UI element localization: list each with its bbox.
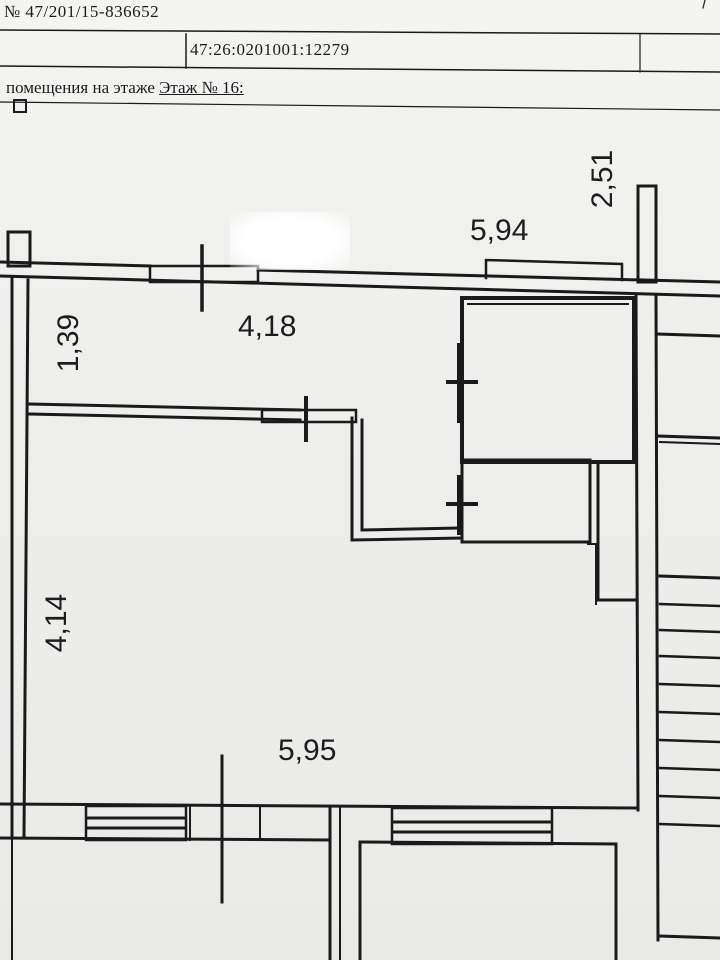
header-rule-2: [0, 65, 720, 73]
dim-4-18: 4,18: [238, 310, 297, 343]
floor-caption: помещения на этаже Этаж № 16:: [6, 78, 244, 98]
document-number: № 47/201/15-836652: [4, 2, 160, 21]
bottom-window-right: [390, 806, 554, 846]
left-wall-inner: [22, 278, 30, 838]
cadastral-number: 47:26:0201001:12279: [190, 40, 350, 59]
top-wall-outer: [0, 260, 152, 268]
top-window: [148, 264, 260, 284]
riser-column: [636, 184, 658, 284]
dim-5-95: 5,95: [278, 734, 337, 767]
dim-1-39: 1,39: [52, 313, 86, 373]
top-door-stub: [484, 258, 624, 282]
floor-value: Этаж № 16:: [159, 78, 244, 97]
bathroom-box: [460, 296, 636, 464]
wc-box: [460, 458, 592, 544]
right-wall: [634, 294, 640, 812]
floor-label: помещения на этаже: [6, 78, 155, 97]
dim-2-51: 2,51: [586, 149, 620, 209]
top-wall-inner: [0, 274, 720, 298]
dim-5-94: 5,94: [470, 214, 529, 247]
column-top-left: [6, 230, 32, 268]
redaction-blur: [230, 212, 350, 270]
dim-4-14: 4,14: [40, 593, 74, 653]
marker-square: [13, 99, 27, 113]
header-rule-3: [0, 101, 720, 111]
header-rule-1: [0, 29, 720, 35]
bottom-window-left: [84, 804, 188, 842]
